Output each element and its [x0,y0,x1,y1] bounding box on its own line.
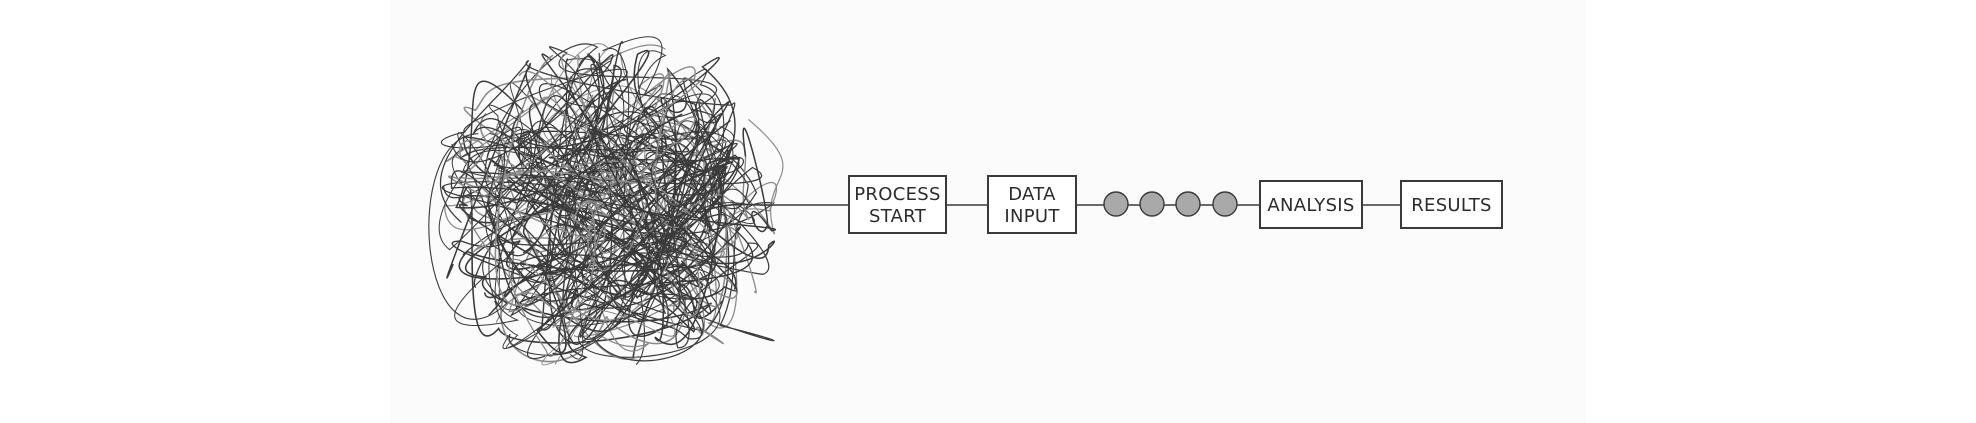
scribble-loop [458,161,737,364]
scribble-loop [463,76,738,309]
process-start-box [848,175,947,234]
results-box [1400,180,1503,229]
scribble-tail [699,203,771,213]
node-analysis: ANALYSIS [1259,180,1363,229]
node-data-input: DATA INPUT [987,175,1077,234]
scribble-loop [450,152,727,355]
scribble-loop [446,63,776,279]
scribble-loop [522,113,730,354]
data-input-label-line-2: INPUT [1004,206,1060,227]
data-input-label-line-1: DATA [1008,184,1056,205]
node-process-start: PROCESS START [848,175,947,234]
scribble-loop [448,54,642,313]
scribble-loop [486,71,701,317]
scribble-loop [502,50,728,356]
progress-dot-4 [1212,191,1238,217]
progress-dot-3 [1175,191,1201,217]
scribble-loop [460,112,763,329]
analysis-box [1259,180,1363,229]
progress-dots [1103,191,1238,217]
process-start-label-line-1: PROCESS [854,184,940,205]
node-results: RESULTS [1400,180,1503,229]
progress-dot-1 [1103,191,1129,217]
scribble-loop [488,53,700,303]
scribble-loop [520,54,738,300]
analysis-label: ANALYSIS [1267,195,1354,216]
data-input-box [987,175,1077,234]
scribble-loop [451,123,723,316]
scribble-loop [438,92,611,326]
progress-dot-2 [1139,191,1165,217]
scribble-loop [550,53,682,337]
scribble-loop [486,64,754,343]
process-start-label-line-2: START [869,206,927,227]
tangled-scribble [428,36,784,366]
scribble-loop [451,61,673,254]
results-label: RESULTS [1411,195,1492,216]
